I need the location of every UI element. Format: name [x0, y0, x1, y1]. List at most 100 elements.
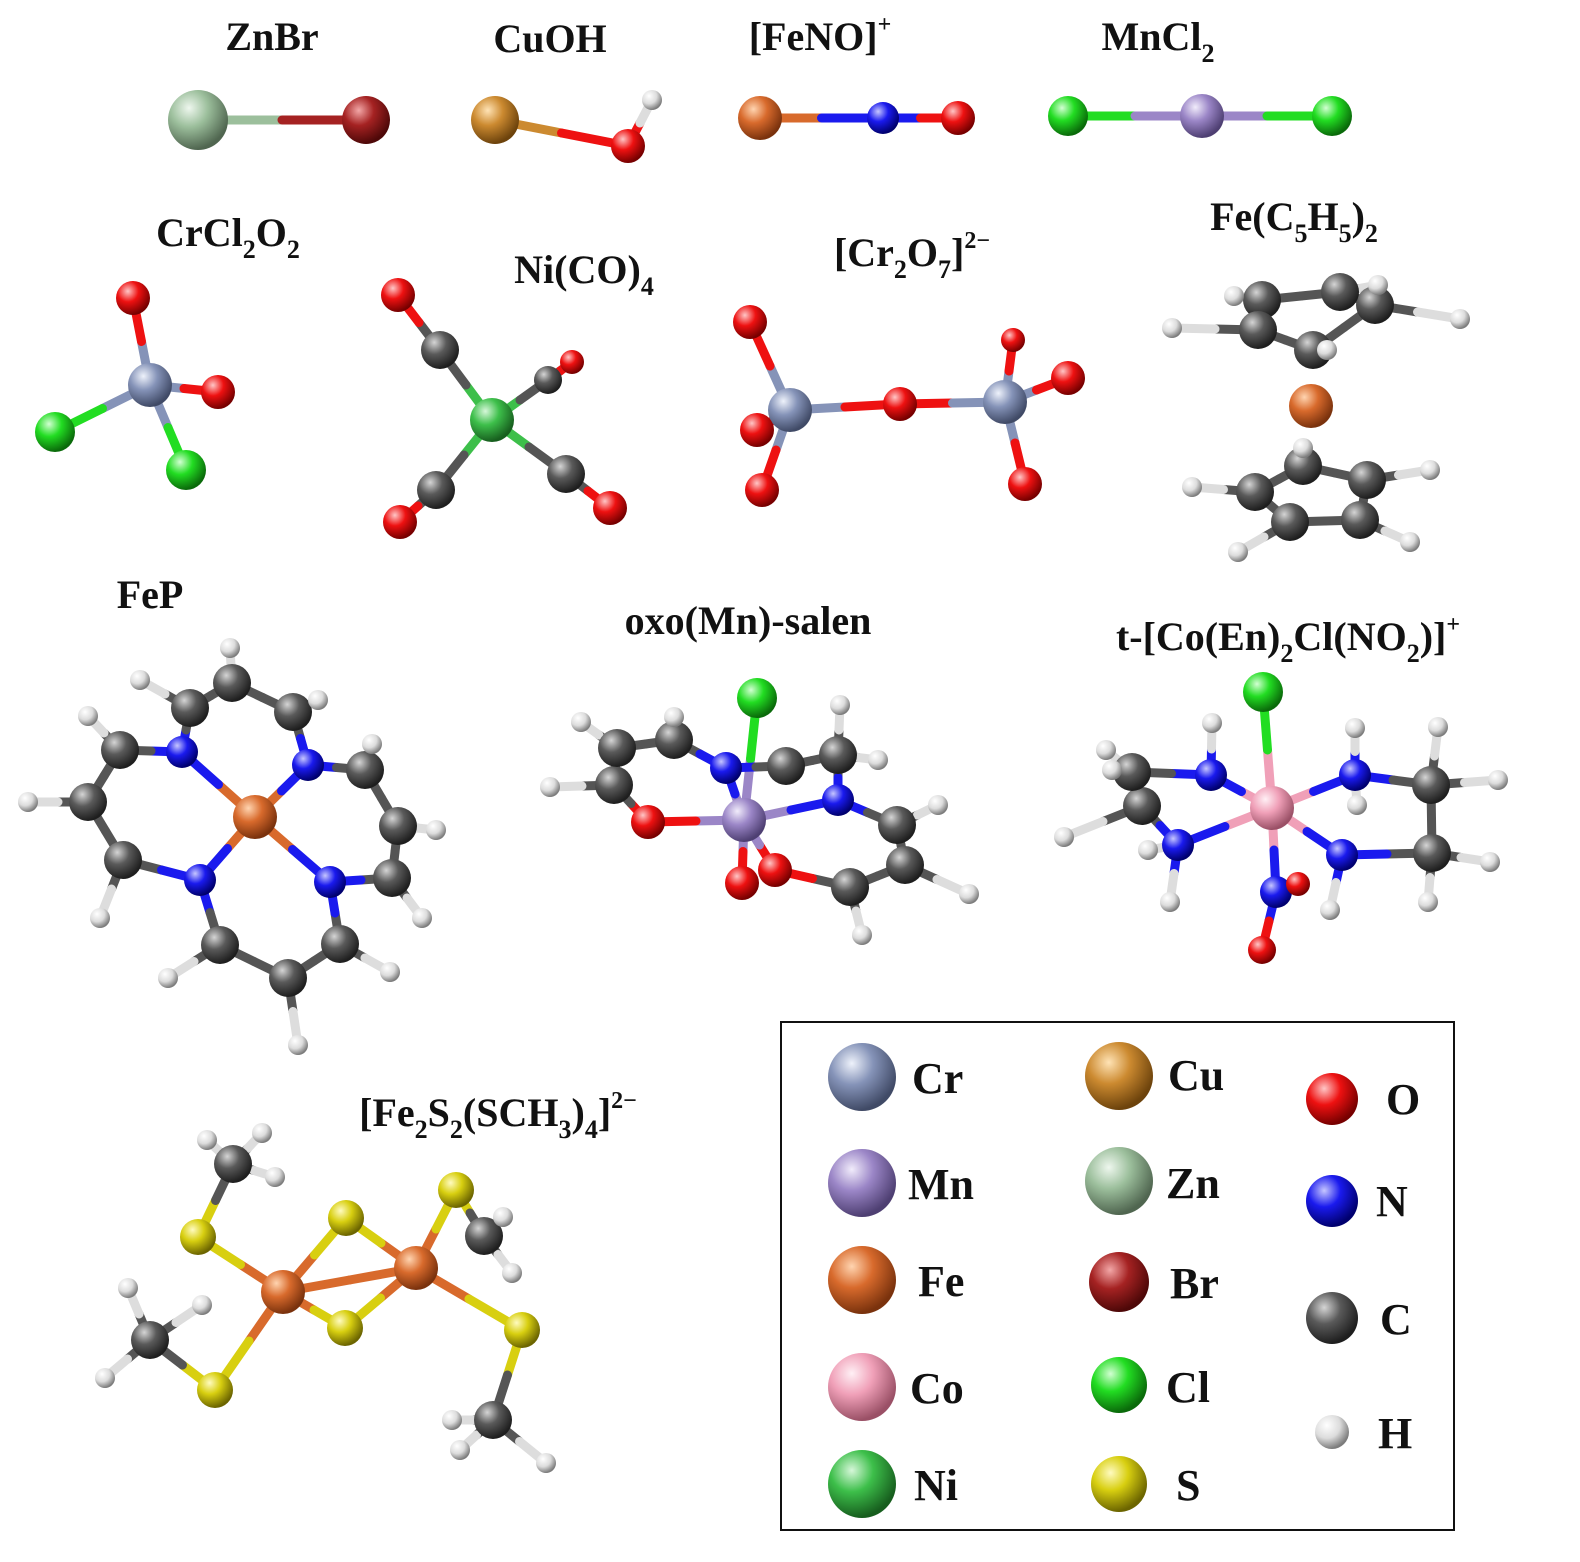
legend-label: Ni	[914, 1461, 958, 1510]
atom-h	[130, 670, 150, 690]
atom-h	[90, 908, 110, 928]
atom-s	[197, 1372, 233, 1408]
atom-h	[540, 777, 560, 797]
atom-fe	[233, 795, 277, 839]
atom-h	[158, 968, 178, 988]
atom-cl	[737, 678, 777, 718]
atom-h	[571, 712, 591, 732]
atom-h	[1162, 318, 1182, 338]
legend-label: Fe	[918, 1257, 964, 1306]
atom-c	[201, 926, 239, 964]
label-nico4: Ni(CO)4	[514, 247, 654, 301]
atom-h	[426, 820, 446, 840]
atom-br	[342, 96, 390, 144]
molecule-coen	[1054, 672, 1508, 964]
legend-item-n: N	[1306, 1175, 1408, 1227]
atom-h	[1420, 460, 1440, 480]
atom-h	[1202, 713, 1222, 733]
atom-h	[1293, 438, 1313, 458]
atom-c	[1123, 787, 1161, 825]
atom-cr	[983, 380, 1027, 424]
atom-s	[327, 1310, 363, 1346]
atom-h	[536, 1453, 556, 1473]
atom-n	[1326, 839, 1358, 871]
atom-c	[346, 751, 384, 789]
atom-o	[1286, 872, 1310, 896]
atom-h	[1224, 286, 1244, 306]
atom-h	[1054, 827, 1074, 847]
atom-h	[852, 925, 872, 945]
atom-c	[1356, 286, 1394, 324]
label-ferrocene: Fe(C5H5)2	[1210, 194, 1378, 248]
atom-n	[184, 864, 216, 896]
atom-c	[886, 846, 924, 884]
legend-swatch	[1306, 1175, 1358, 1227]
label-fep: FeP	[117, 572, 184, 617]
atom-h	[959, 884, 979, 904]
legend-swatch	[1315, 1415, 1349, 1449]
atom-c	[131, 1321, 169, 1359]
atom-c	[1284, 447, 1322, 485]
atom-o	[733, 305, 767, 339]
molecule-feno	[738, 96, 975, 140]
atom-h	[1228, 542, 1248, 562]
atom-cl	[166, 450, 206, 490]
molecule-cuoh	[471, 90, 662, 163]
atom-h	[1317, 340, 1337, 360]
atom-o	[745, 473, 779, 507]
label-cuoh: CuOH	[493, 16, 606, 61]
molecule-labels: ZnBr CuOH [FeNO]+ MnCl2 CrCl2O2 Ni(CO)4 …	[117, 12, 1460, 1144]
atom-c	[595, 766, 633, 804]
label-coen: t-[Co(En)2Cl(NO2)]+	[1116, 612, 1460, 668]
atom-h	[220, 638, 240, 658]
atom-n	[710, 752, 742, 784]
atom-o	[593, 491, 627, 525]
atom-h	[1138, 840, 1158, 860]
atom-o	[758, 853, 792, 887]
legend-swatch	[828, 1149, 896, 1217]
atom-c	[171, 689, 209, 727]
atom-ni	[470, 398, 514, 442]
legend-label: Zn	[1166, 1159, 1220, 1208]
legend-label: Mn	[908, 1160, 974, 1209]
atom-cl	[1048, 96, 1088, 136]
atom-o	[381, 278, 415, 312]
molecule-fep	[18, 638, 446, 1055]
legend-item-cl: Cl	[1091, 1357, 1210, 1413]
atom-c	[767, 747, 805, 785]
atom-o	[1001, 328, 1025, 352]
legend-swatch	[1306, 1292, 1358, 1344]
atom-c	[373, 859, 411, 897]
atom-c	[1294, 331, 1332, 369]
atom-o	[883, 387, 917, 421]
atom-c	[1243, 281, 1281, 319]
atom-h	[493, 1207, 513, 1227]
legend-item-zn: Zn	[1085, 1147, 1220, 1215]
legend-item-o: O	[1306, 1073, 1420, 1125]
atom-o	[116, 281, 150, 315]
legend-swatch	[828, 1353, 896, 1421]
legend-label: Co	[910, 1364, 964, 1413]
atom-mn	[1180, 94, 1224, 138]
atom-fe	[261, 1270, 305, 1314]
atom-fe	[1289, 384, 1333, 428]
atom-n	[867, 102, 899, 134]
legend-item-fe: Fe	[828, 1246, 964, 1314]
atom-c	[69, 783, 107, 821]
atom-h	[1345, 718, 1365, 738]
atom-s	[504, 1312, 540, 1348]
atom-h	[118, 1278, 138, 1298]
atom-c	[1236, 473, 1274, 511]
atom-c	[101, 731, 139, 769]
atom-c	[1113, 753, 1151, 791]
atom-co	[1250, 786, 1294, 830]
atom-h	[450, 1440, 470, 1460]
atom-c	[379, 807, 417, 845]
atom-h	[362, 734, 382, 754]
atom-c	[214, 1145, 252, 1183]
atom-h	[1418, 892, 1438, 912]
atom-o	[631, 805, 665, 839]
atom-cu	[471, 96, 519, 144]
atom-h	[1450, 309, 1470, 329]
atom-c	[1321, 273, 1359, 311]
